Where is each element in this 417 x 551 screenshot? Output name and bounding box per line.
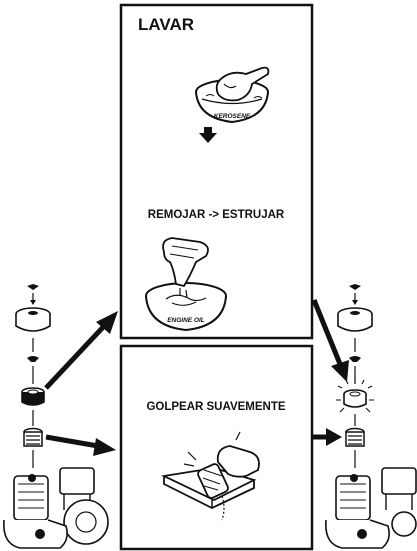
wash-soak-panel: LAVAR KEROSENE REMOJAR -> ESTRUJAR (121, 5, 312, 338)
arrow-foam-to-wash-icon (46, 311, 118, 388)
engine-right-icon (326, 468, 416, 548)
wing-nut-icon-right (349, 284, 361, 290)
paper-element-icon (24, 429, 42, 447)
paper-element-icon-right (346, 429, 364, 447)
small-nut-icon (27, 356, 39, 362)
engine-left-icon (4, 468, 108, 548)
cleaner-cover-icon (16, 308, 50, 331)
arrow-paper-to-tap-icon (46, 437, 116, 456)
wing-nut-icon (27, 284, 39, 290)
panel-frame-bottom (121, 346, 312, 549)
tap-panel: GOLPEAR SUAVEMENTE (121, 346, 312, 549)
wash-title: LAVAR (138, 15, 194, 34)
soak-title: REMOJAR -> ESTRUJAR (148, 209, 285, 221)
right-parts-stack (326, 284, 416, 548)
left-parts-stack (4, 284, 108, 548)
cleaner-cover-icon-right (338, 308, 372, 331)
kerosene-label: KEROSENE (214, 113, 251, 120)
tap-title: GOLPEAR SUAVEMENTE (146, 401, 285, 413)
foam-element-icon (22, 388, 44, 405)
engine-oil-label: ENGINE OIL (167, 317, 205, 324)
arrow-tap-to-paper-icon (312, 428, 342, 446)
